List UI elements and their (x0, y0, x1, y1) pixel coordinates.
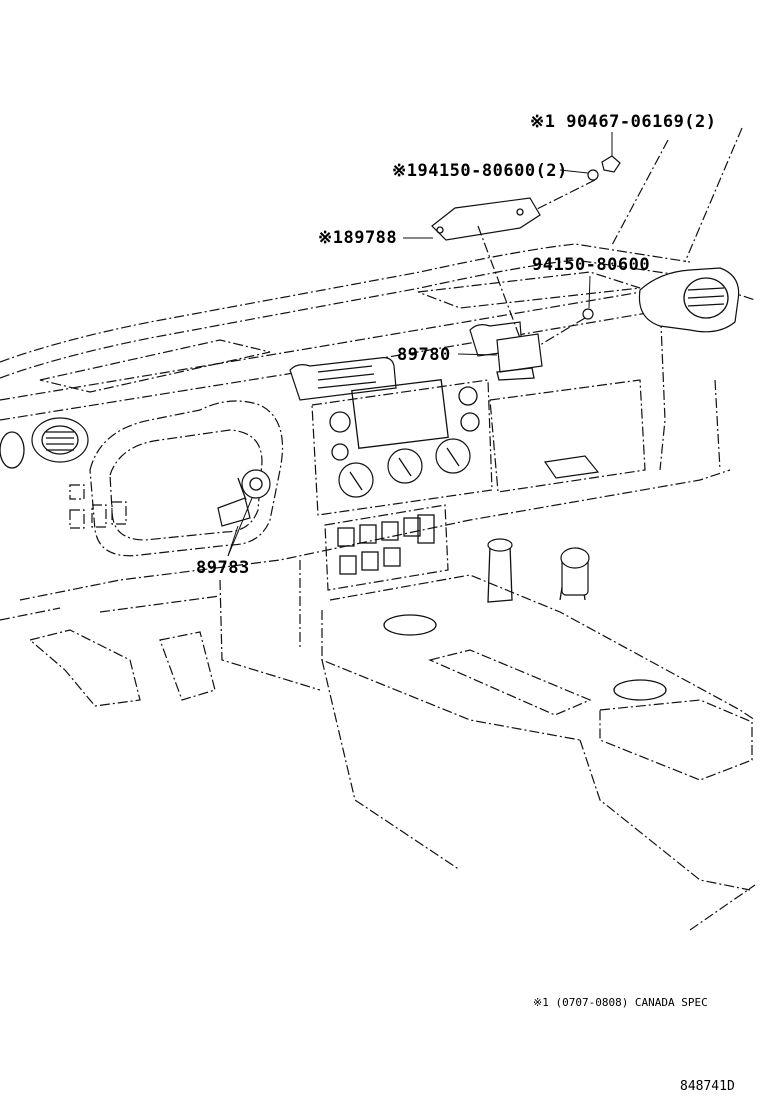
center-console (321, 538, 756, 931)
gauge-cluster (69, 400, 284, 557)
module-part (496, 333, 543, 381)
callout-89780: 89780 (397, 345, 451, 365)
glove-box (489, 379, 646, 493)
ignition-switch-part (217, 469, 271, 527)
drawing-number: 848741D (680, 1079, 735, 1094)
callout-90467-06169: ※1 90467-06169(2) (530, 112, 717, 132)
left-air-vent (0, 417, 89, 469)
leader-lines (227, 132, 613, 557)
right-air-vent (638, 267, 740, 333)
canada-spec-note: ※1 (0707-0808) CANADA SPEC (533, 996, 708, 1009)
center-stack (311, 379, 493, 516)
callout-89788: ※189788 (318, 228, 398, 248)
windshield-outline (611, 127, 743, 263)
pedals (0, 595, 221, 707)
instrument-panel-face (0, 281, 756, 691)
callout-94150-80600: 94150-80600 (532, 255, 651, 275)
fasteners (582, 155, 621, 320)
bracket-part (431, 197, 541, 241)
callout-89783: 89783 (196, 558, 250, 578)
callout-94150-80600-qty2: ※194150-80600(2) (392, 161, 568, 181)
switch-panel (324, 504, 449, 591)
